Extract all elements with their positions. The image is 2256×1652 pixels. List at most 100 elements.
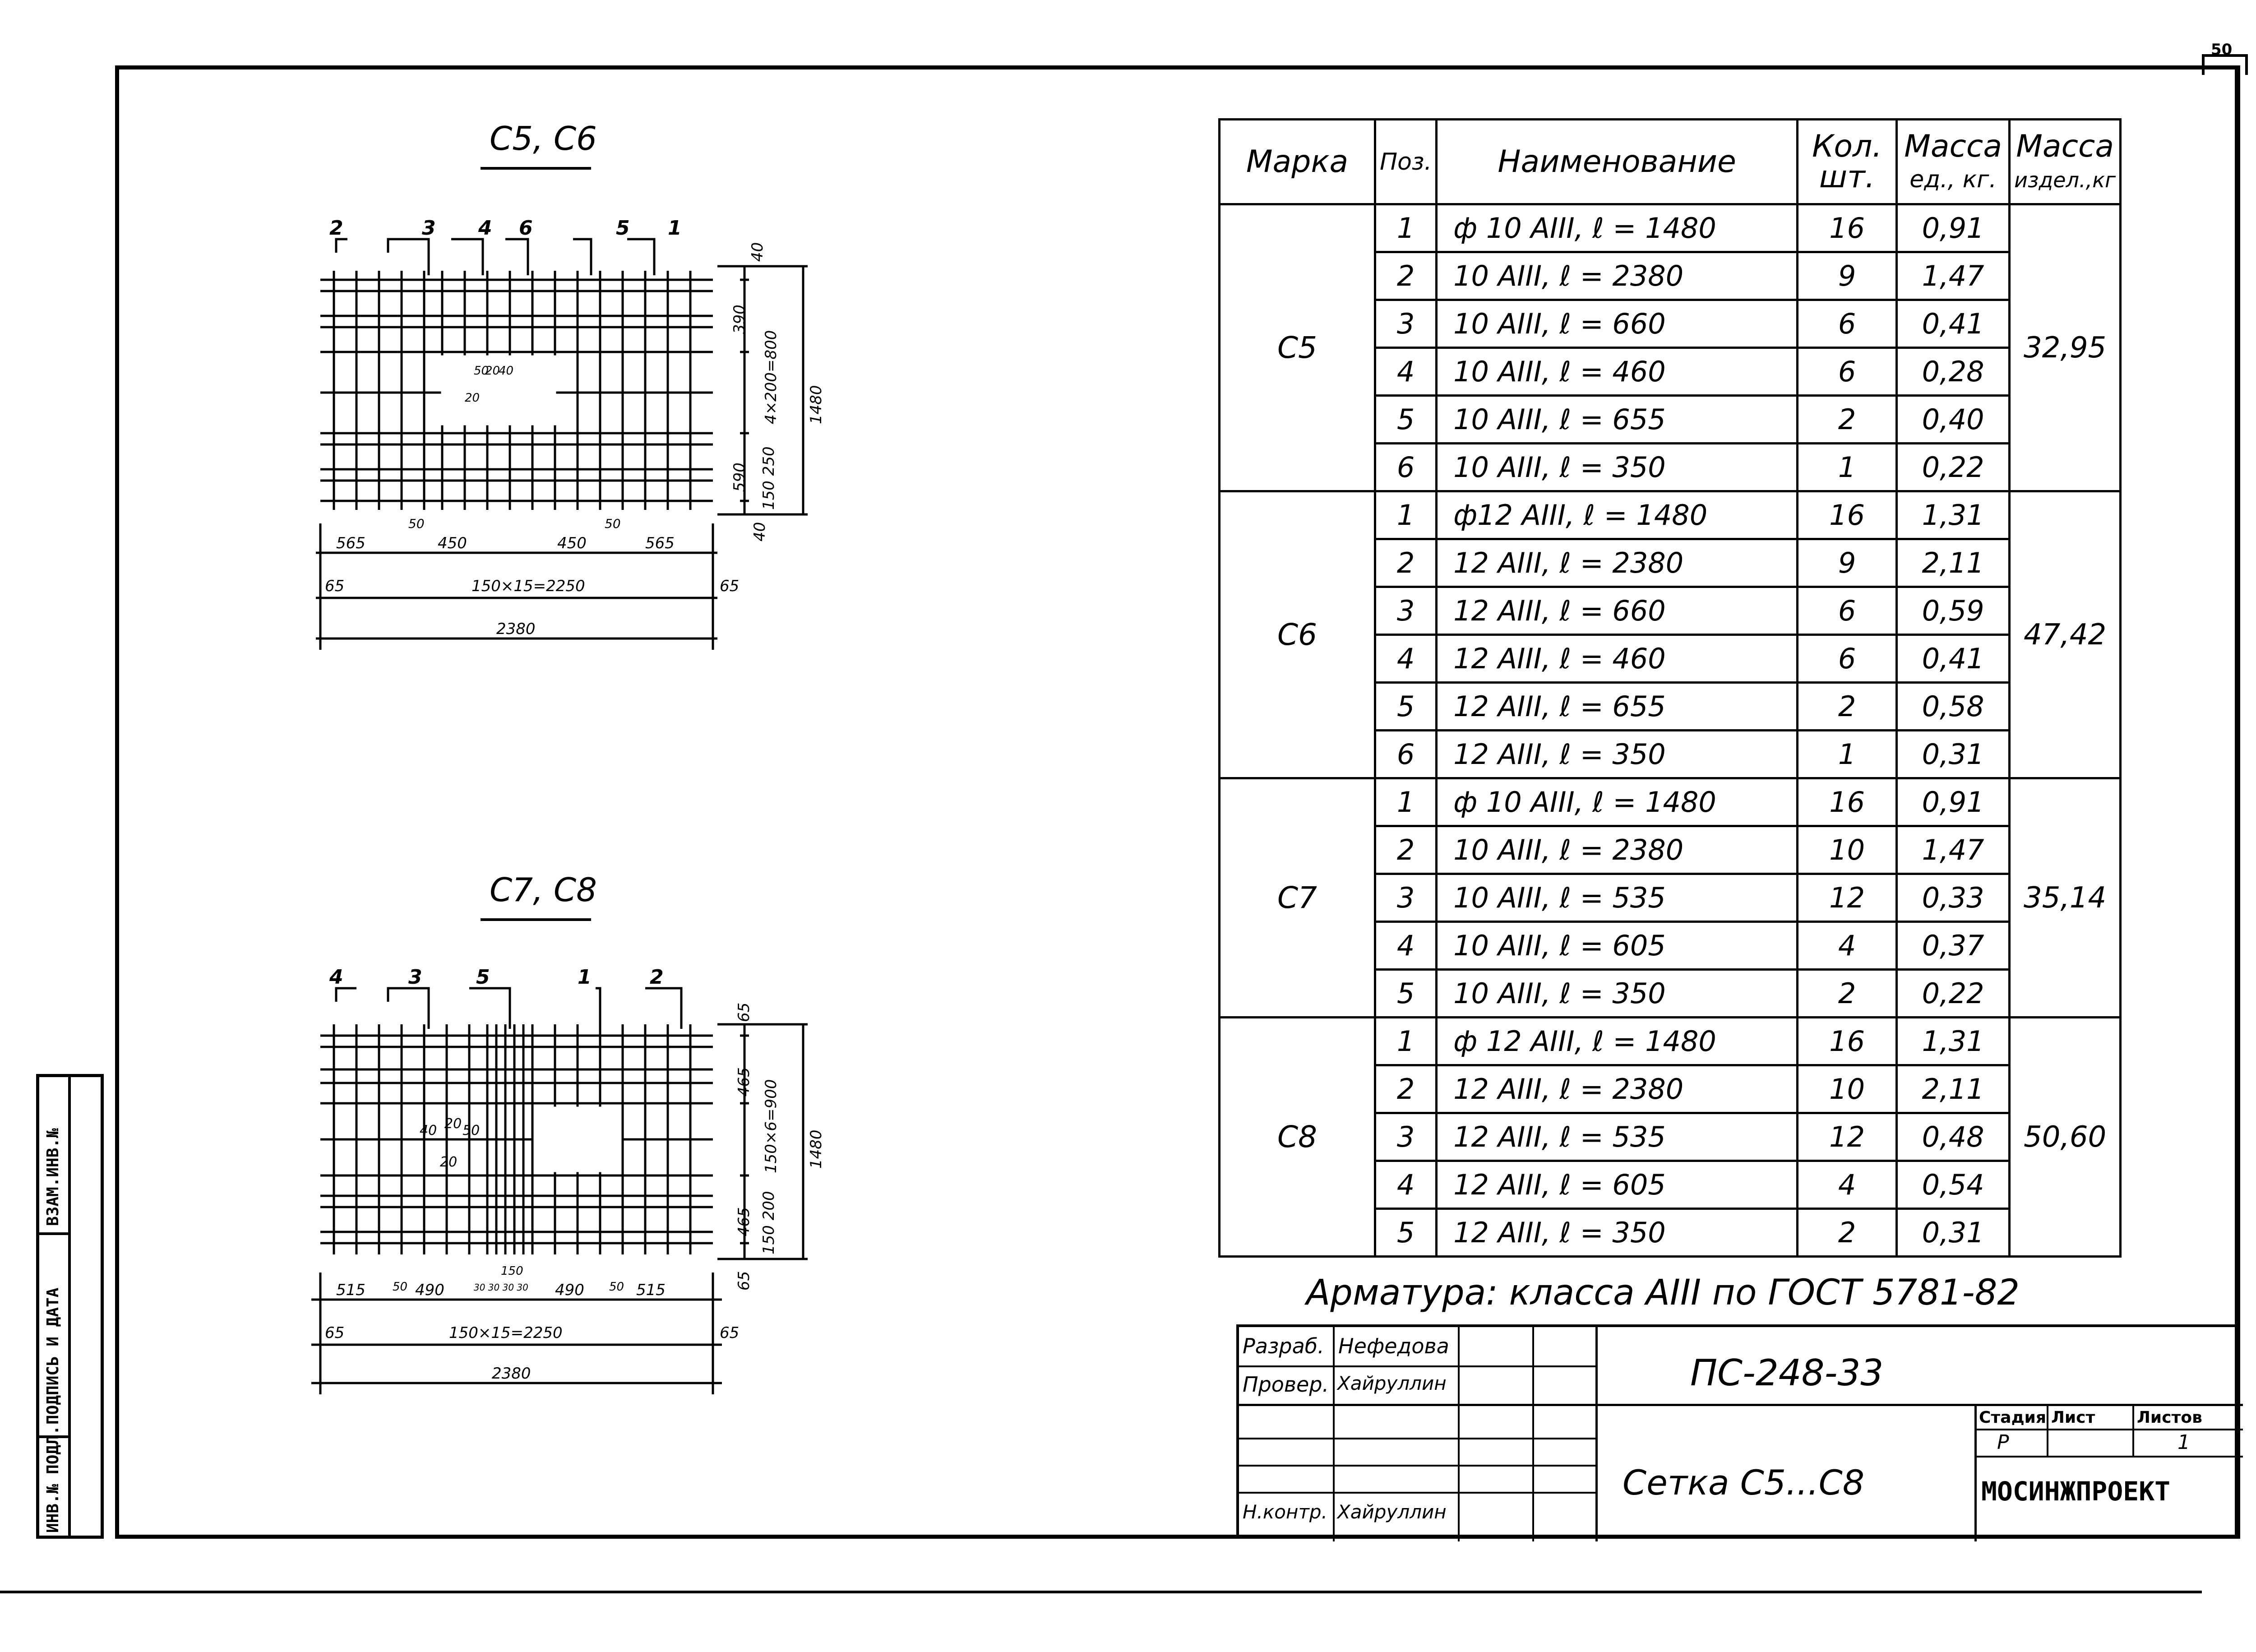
cell-mass-unit: 0,28 (1895, 347, 2011, 397)
cell-qty: 9 (1796, 251, 1898, 301)
dim-label: 1480 (807, 1129, 825, 1169)
mesh-drawing-c7-c8: 4 3 5 1 2 65 465 150×6=900 1480 465 150 … (311, 966, 825, 1394)
header-mark: Марка (1218, 118, 1376, 205)
cell-pos: 5 (1373, 394, 1438, 444)
leader-label: 6 (519, 217, 533, 240)
cell-mass-item: 32,95 (2008, 203, 2122, 492)
cell-qty: 9 (1796, 538, 1898, 588)
cell-qty: 2 (1796, 681, 1898, 731)
dim-label: 465 (735, 1067, 753, 1097)
cell-qty: 1 (1796, 729, 1898, 779)
dim-label: 450 (557, 534, 587, 552)
cell-name: ф12 АIII, ℓ = 1480 (1435, 490, 1799, 540)
cell-qty: 4 (1796, 1160, 1898, 1210)
cell-pos: 5 (1373, 1208, 1438, 1258)
cell-mass-unit: 1,47 (1895, 251, 2011, 301)
cell-name: 12 АIII, ℓ = 660 (1435, 586, 1799, 636)
cell-qty: 2 (1796, 394, 1898, 444)
cell-pos: 2 (1373, 251, 1438, 301)
cell-mass-unit: 0,22 (1895, 442, 2011, 492)
dim-label: 490 (415, 1281, 444, 1299)
header-qty-line2: шт. (1819, 159, 1875, 195)
prover-name: Хайруллин (1337, 1372, 1447, 1394)
cell-pos: 5 (1373, 681, 1438, 731)
cell-qty: 12 (1796, 873, 1898, 923)
dim-label: 65 (325, 1324, 344, 1342)
cell-mass-item: 35,14 (2008, 777, 2122, 1018)
dim-label: 150 (501, 1264, 523, 1278)
cell-name: 10 АIII, ℓ = 2380 (1435, 825, 1799, 875)
header-mass-item-line2: издел.,кг (2014, 167, 2116, 192)
leader-label: 4 (478, 217, 492, 240)
dim-label: 65 (325, 577, 344, 595)
header-mass-unit-line1: Масса (1904, 128, 2002, 164)
cell-name: 10 АIII, ℓ = 350 (1435, 968, 1799, 1018)
dim-label: 590 (730, 463, 749, 492)
dim-label: 565 (645, 534, 675, 552)
cell-name: 12 АIII, ℓ = 350 (1435, 1208, 1799, 1258)
cell-name: ф 10 АIII, ℓ = 1480 (1435, 203, 1799, 253)
drawing-title-underline (481, 167, 591, 170)
cell-name: 10 АIII, ℓ = 535 (1435, 873, 1799, 923)
dim-label: 465 (735, 1207, 753, 1236)
leader-label: 1 (578, 966, 592, 989)
cell-name: ф 12 АIII, ℓ = 1480 (1435, 1016, 1799, 1066)
cell-mass-item: 47,42 (2008, 490, 2122, 779)
leader-label: 5 (616, 217, 630, 240)
podpis-data-label: ПОДПИСЬ И ДАТА (44, 1287, 62, 1425)
list-label: Лист (2051, 1408, 2095, 1427)
leader-label: 2 (650, 966, 664, 989)
leader-label: 2 (329, 217, 343, 240)
cell-pos: 5 (1373, 968, 1438, 1018)
cell-mass-unit: 0,41 (1895, 634, 2011, 684)
cell-pos: 3 (1373, 586, 1438, 636)
prover-label: Провер. (1243, 1372, 1329, 1397)
sheet-bottom-edge (0, 1591, 2202, 1593)
dim-label: 50 (609, 1280, 624, 1294)
cell-mass-unit: 0,59 (1895, 586, 2011, 636)
header-qty: Кол.шт. (1796, 118, 1898, 205)
cell-name: 12 АIII, ℓ = 655 (1435, 681, 1799, 731)
cell-mass-unit: 0,40 (1895, 394, 2011, 444)
cell-qty: 1 (1796, 442, 1898, 492)
cell-qty: 6 (1796, 299, 1898, 349)
reinforcement-note: Арматура: класса АIII по ГОСТ 5781-82 (1306, 1273, 2020, 1313)
dim-label: 450 (438, 534, 467, 552)
cell-qty: 2 (1796, 968, 1898, 1018)
cell-pos: 4 (1373, 921, 1438, 971)
cell-name: 10 АIII, ℓ = 660 (1435, 299, 1799, 349)
leader-label: 3 (422, 217, 436, 240)
cell-name: 12 АIII, ℓ = 535 (1435, 1112, 1799, 1162)
cell-name: 12 АIII, ℓ = 2380 (1435, 538, 1799, 588)
cell-pos: 2 (1373, 825, 1438, 875)
dim-label: 50 (393, 1280, 407, 1294)
cell-mass-unit: 0,91 (1895, 777, 2011, 827)
cell-pos: 2 (1373, 1064, 1438, 1114)
cell-mass-unit: 1,31 (1895, 490, 2011, 540)
mesh-drawing-c5-c6: 2 3 4 6 5 1 40 390 4×200=800 1480 590 15… (316, 217, 825, 650)
cell-pos: 1 (1373, 203, 1438, 253)
cell-name: ф 10 АIII, ℓ = 1480 (1435, 777, 1799, 827)
leader-label: 4 (329, 966, 343, 989)
cell-mass-unit: 0,31 (1895, 1208, 2011, 1258)
cell-mass-unit: 0,33 (1895, 873, 2011, 923)
cell-pos: 3 (1373, 873, 1438, 923)
hole-dim: 50 (474, 364, 489, 378)
dim-label: 50 (408, 516, 425, 531)
dim-label: 2380 (492, 1365, 531, 1383)
cell-pos: 6 (1373, 442, 1438, 492)
cell-mark: С7 (1218, 777, 1376, 1018)
razrab-name: Нефедова (1338, 1334, 1449, 1358)
drawing-frame (115, 65, 2240, 1539)
